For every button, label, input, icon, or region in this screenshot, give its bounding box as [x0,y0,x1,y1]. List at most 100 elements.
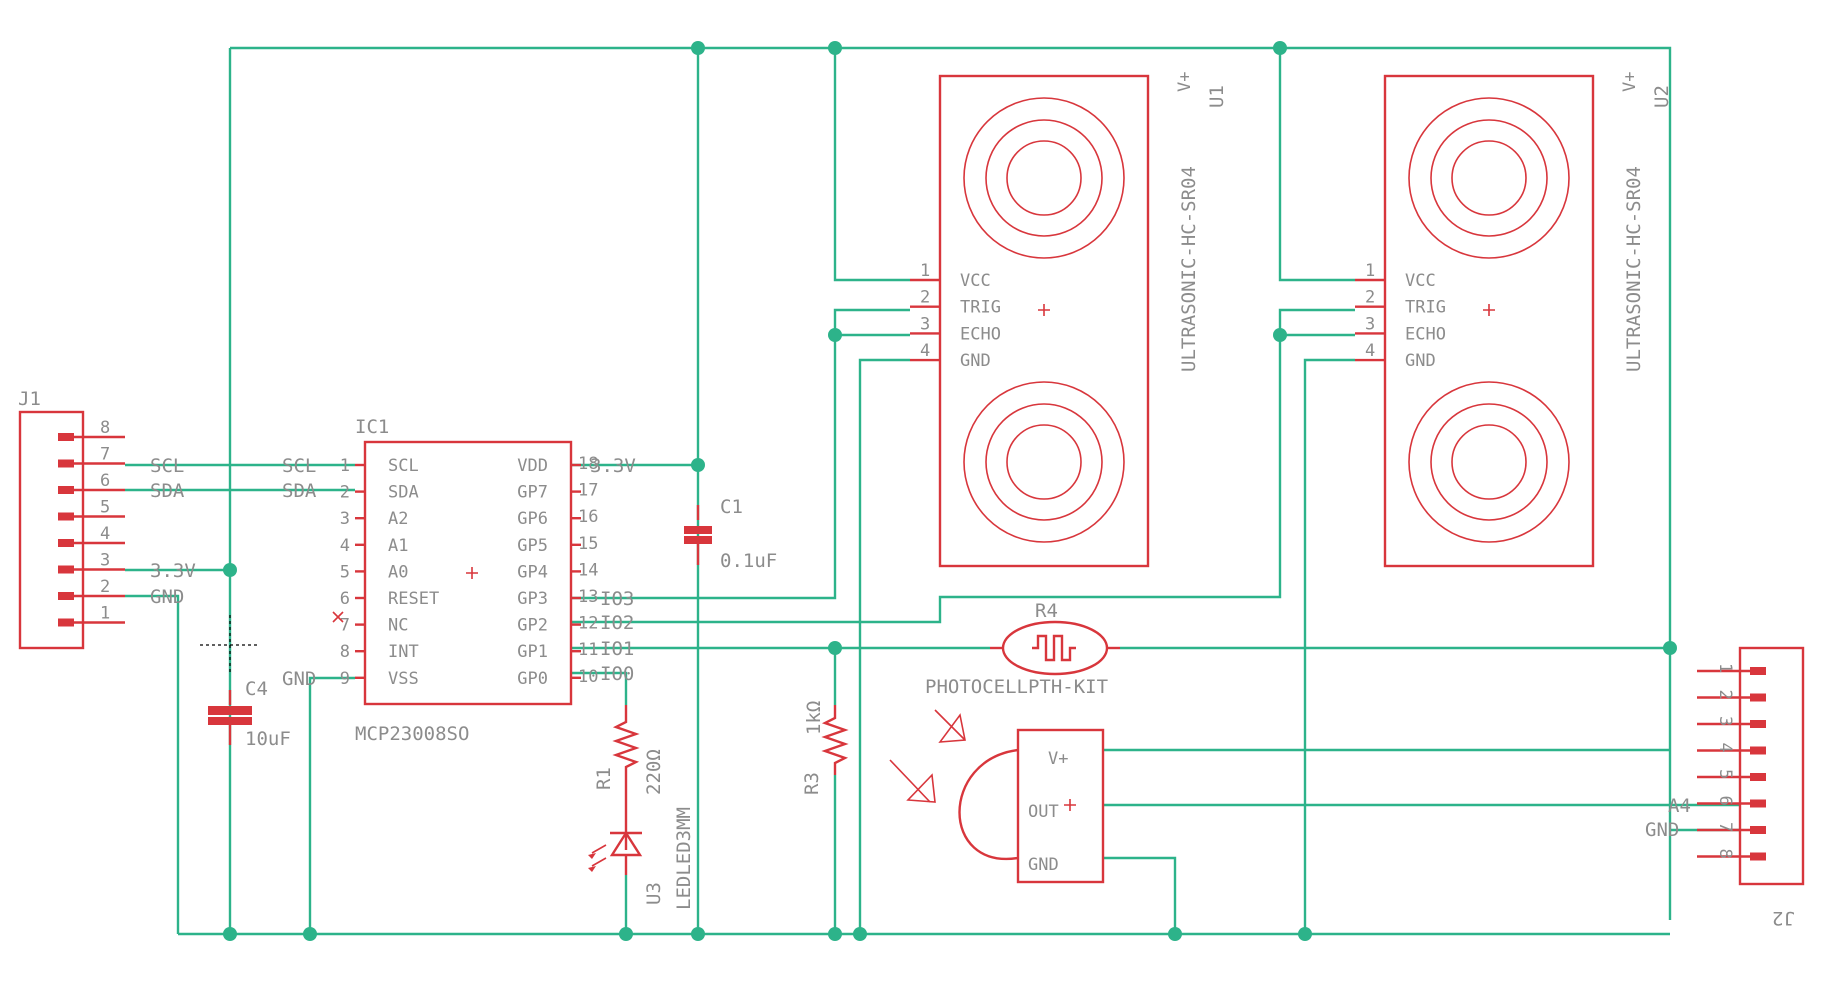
ic1-pin-num: 8 [340,642,350,662]
sensor-pin-gnd: GND [1028,855,1059,875]
j2-body [1738,646,1805,886]
ic1-pin-num: 2 [340,483,350,503]
ic1-pin-name: GP0 [517,669,548,689]
net-label-3v3-j1: 3.3V [150,560,196,582]
u2-pin-num: 1 [1365,261,1375,281]
c4-ref: C4 [245,678,268,700]
j2-pin-num: 3 [1715,716,1735,726]
j2-pin-pad [1750,746,1766,755]
u2-pin-num: 3 [1365,314,1375,334]
j2-pin-pad [1750,852,1766,861]
j1-pin-pad [58,539,74,547]
net-label-3v3-ic: 3.3V [590,455,636,477]
net-label-gnd-ic: GND [282,668,316,690]
j2-pin-pad [1750,799,1766,808]
u2-body [1383,74,1595,568]
ic1-pin-num: 18 [578,454,598,474]
ic1-pin-num: 1 [340,456,350,476]
ic1-pin-num: 5 [340,562,350,582]
j1-pin-num: 1 [100,604,110,624]
wire-u1-trig [833,308,910,335]
j2-pin-num: 6 [1715,796,1735,806]
u2-pin-name: GND [1405,351,1436,371]
j2-pin-pad [1750,667,1766,675]
u1-pin-num: 2 [920,288,930,308]
j1-pin-pad [58,486,74,494]
j1-pin-num: 3 [100,551,110,571]
c1-ref: C1 [720,496,743,518]
light-sensor-module[interactable]: V+ OUT GND [889,709,1105,884]
u3-value: LEDLED3MM [673,807,695,910]
resistor-r1[interactable]: R1 220Ω [593,705,665,795]
u1-pin-num: 4 [920,341,930,361]
j2-pin-num: 4 [1715,743,1735,753]
u2-pin-name: VCC [1405,271,1436,291]
u1-pin-name: VCC [960,271,991,291]
j1-pin-num: 5 [100,498,110,518]
ic1-ref: IC1 [355,416,389,438]
ic1-pin-name: A1 [388,536,408,556]
ic1-pin-num: 3 [340,509,350,529]
ic1-pin-name: GP7 [517,483,548,503]
u1-body [938,74,1150,568]
r3-ref: R3 [801,772,823,795]
r1-value: 220Ω [643,749,665,795]
ic1-origin-mark [466,567,478,579]
wire-io3 [571,335,837,600]
ic1-pin-name: GP2 [517,616,548,636]
u2-ref: U2 [1651,85,1673,108]
ic1-pin-name: VDD [517,456,548,476]
ic1-pin-name: RESET [388,589,439,609]
sensor-pin-vplus: V+ [1048,749,1068,769]
net-label-sda-j1: SDA [150,480,185,502]
u1-pin-name: GND [960,351,991,371]
j1-pin-pad [58,618,74,627]
net-label-sda-ic: SDA [282,480,317,502]
j1-pin-num: 2 [100,577,110,597]
ic1-pin-num: 10 [578,667,598,687]
net-label-scl-ic: SCL [282,455,316,477]
ic1-pin-num: 6 [340,589,350,609]
j1-pin-num: 4 [100,524,110,544]
j1-pin-pad [58,512,74,521]
sensor-arrows-icon [889,709,966,803]
resistor-r3[interactable]: R3 1kΩ [801,701,849,795]
ic1-pin-name: SCL [388,456,419,476]
wire-io0 [571,671,628,705]
j2-pin-pad [1750,693,1766,702]
wire-top-rail [230,46,1672,920]
j1-pin-pad [58,565,74,574]
j1-pin-num: 6 [100,471,110,491]
wire-sensor-gnd [1103,856,1177,934]
u1-vplus: V+ [1175,72,1195,92]
led-u3[interactable]: U3 LEDLED3MM [588,780,695,910]
capacitor-c1[interactable]: C1 0.1uF [684,496,777,572]
ic1-pin-num: 15 [578,534,598,554]
wires [125,46,1740,936]
wire-u1-vcc [833,48,910,282]
c1-value: 0.1uF [720,550,777,572]
j2-pin-pad [1750,720,1766,728]
ic1-pin-name: VSS [388,669,419,689]
wire-vss [308,676,355,934]
capacitor-c4[interactable]: C4 10uF [200,615,291,750]
sensor-pin-out: OUT [1028,802,1059,822]
net-label-io0: IO0 [600,663,634,685]
wire-u2-gnd [1303,358,1355,934]
u1-pin-num: 1 [920,261,930,281]
j2-pin-num: 1 [1715,663,1735,673]
sensor-origin-mark [1064,799,1076,811]
wire-j1-gnd [125,594,180,934]
photocell-r4[interactable]: R4 PHOTOCELLPTH-KIT [925,600,1120,698]
u2-pin-name: TRIG [1405,298,1446,318]
j2-ref: J2 [1772,907,1795,929]
j1-pin-pad [58,433,74,441]
